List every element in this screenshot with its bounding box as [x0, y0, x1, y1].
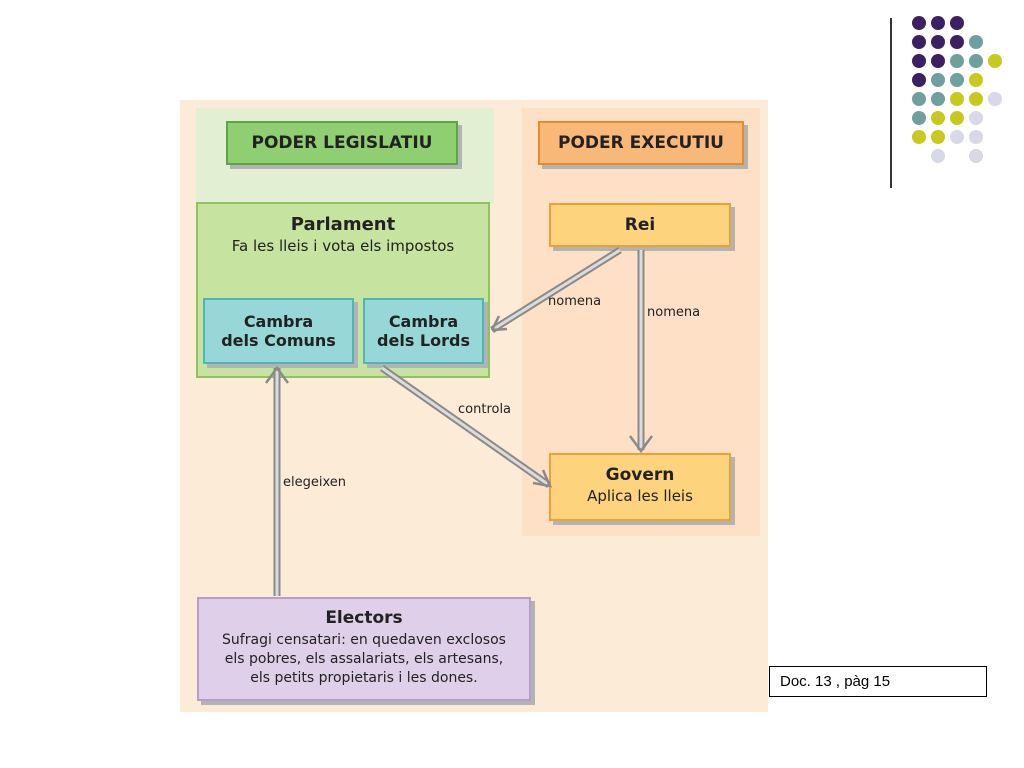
decorative-dot	[969, 149, 983, 163]
decorative-dot	[969, 35, 983, 49]
edge-label-rei-lords: nomena	[548, 294, 602, 309]
decorative-dot	[950, 111, 964, 125]
decorative-dot	[931, 35, 945, 49]
decorative-dot	[931, 16, 945, 30]
decorative-dot	[931, 54, 945, 68]
decorative-dot	[912, 16, 926, 30]
arrow-electors-to-comuns	[264, 365, 290, 596]
decorative-dot	[912, 92, 926, 106]
decorative-dot	[969, 130, 983, 144]
decorative-dot	[950, 54, 964, 68]
decorative-dot	[950, 130, 964, 144]
edge-label-rei-govern: nomena	[647, 305, 701, 320]
decorative-dot	[969, 54, 983, 68]
cambra-comuns-node: Cambra dels Comuns	[203, 298, 354, 364]
govern-node: Govern Aplica les lleis	[549, 453, 731, 521]
decorative-dot	[931, 130, 945, 144]
decorative-dot	[969, 111, 983, 125]
decorative-dot	[931, 111, 945, 125]
arrow-lords-to-govern	[379, 365, 553, 488]
govern-title: Govern	[605, 465, 675, 485]
decorative-dot	[950, 73, 964, 87]
electors-line3: els petits propietaris i les dones.	[250, 670, 478, 686]
header-poder-executiu: PODER EXECUTIU	[538, 121, 744, 165]
edge-label-lords-govern: controla	[458, 402, 512, 417]
cambra-comuns-line2: dels Comuns	[221, 331, 336, 350]
parlament-title: Parlament	[290, 214, 396, 235]
decorative-dot	[931, 73, 945, 87]
decorative-dot	[912, 111, 926, 125]
header-poder-legislatiu: PODER LEGISLATIU	[226, 121, 458, 165]
parlament-subtitle: Fa les lleis i vota els impostos	[231, 237, 455, 255]
electors-line2: els pobres, els assalariats, els artesan…	[224, 651, 504, 667]
decorative-dot	[969, 92, 983, 106]
decorative-dot	[950, 16, 964, 30]
cambra-lords-line1: Cambra	[388, 312, 459, 331]
decorative-dot	[912, 35, 926, 49]
decorative-dot-grid	[912, 16, 1002, 163]
electors-line1: Sufragi censatari: en quedaven exclosos	[222, 632, 506, 648]
electors-title: Electors	[325, 608, 403, 628]
decorative-dot	[969, 73, 983, 87]
decorative-dot	[988, 92, 1002, 106]
govern-subtitle: Aplica les lleis	[587, 487, 693, 505]
decorative-dot	[950, 92, 964, 106]
rei-node: Rei	[549, 203, 731, 247]
decorative-vertical-line	[890, 18, 892, 188]
arrow-rei-to-lords	[490, 247, 622, 333]
arrow-rei-to-govern	[628, 250, 654, 454]
electors-node: Electors Sufragi censatari: en quedaven …	[197, 597, 531, 701]
decorative-dot	[912, 130, 926, 144]
cambra-comuns-line1: Cambra	[243, 312, 314, 331]
decorative-dot	[988, 54, 1002, 68]
decorative-dot	[912, 54, 926, 68]
decorative-dot	[931, 92, 945, 106]
cambra-lords-line2: dels Lords	[377, 331, 470, 350]
document-caption: Doc. 13 , pàg 15	[769, 666, 987, 697]
cambra-lords-node: Cambra dels Lords	[363, 298, 484, 364]
decorative-dot	[912, 73, 926, 87]
edge-label-electors-comuns: elegeixen	[283, 475, 347, 490]
decorative-dot	[950, 35, 964, 49]
decorative-dot	[931, 149, 945, 163]
